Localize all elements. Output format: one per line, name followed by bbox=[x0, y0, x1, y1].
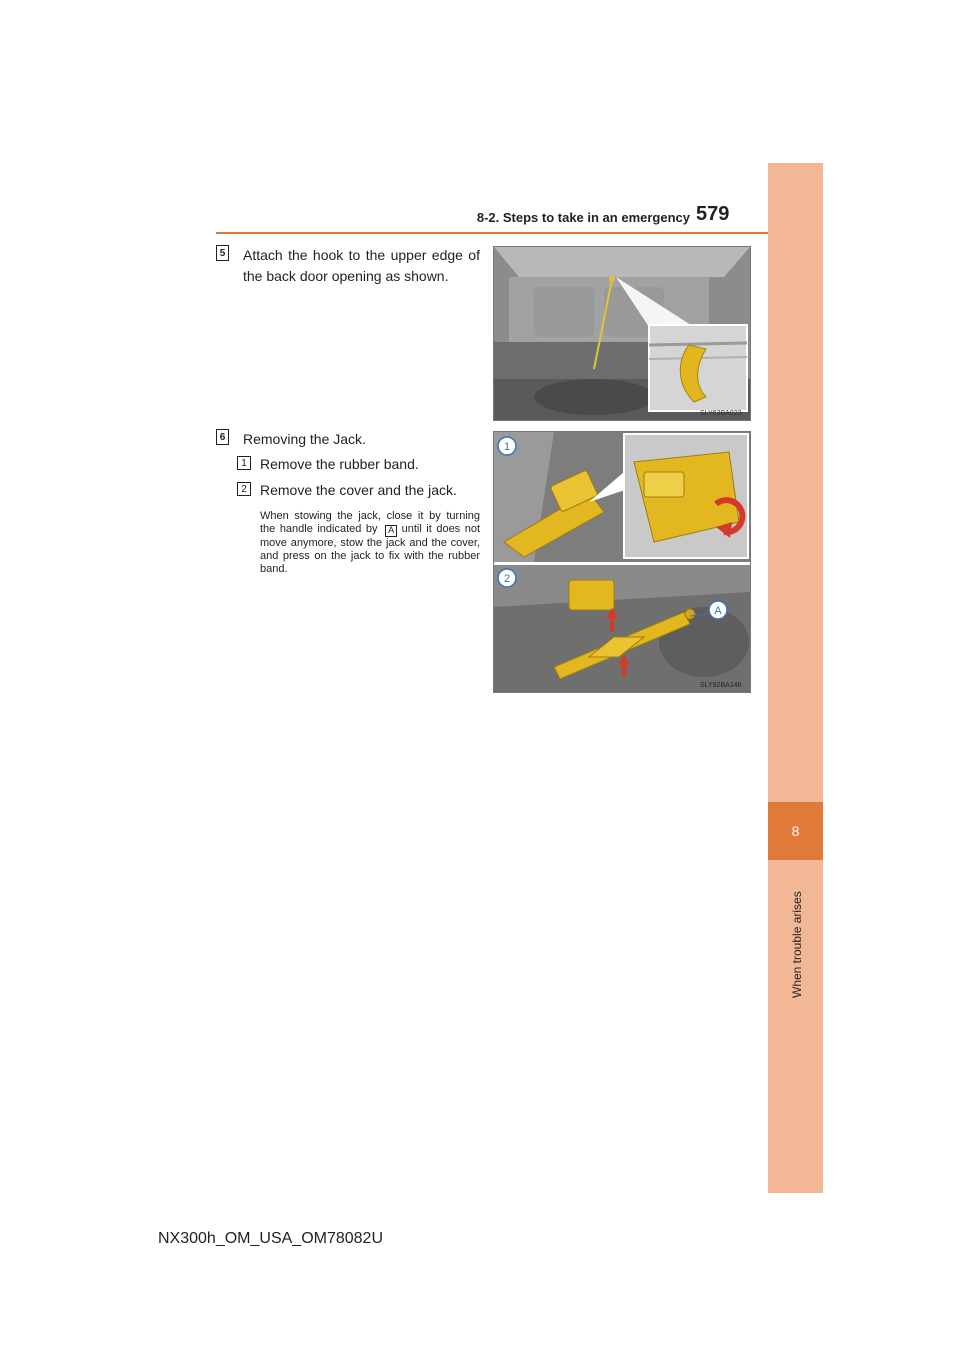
chapter-side-tab bbox=[768, 163, 823, 1193]
step-6-image-code: SLY82BA146 bbox=[700, 682, 742, 689]
image-callout-a: A bbox=[714, 605, 722, 617]
jack-removal-drawing: 1 2 A SLY82BA146 bbox=[494, 432, 750, 692]
chapter-number-box: 8 bbox=[768, 802, 823, 860]
substep-2-marker: 2 bbox=[237, 482, 251, 496]
image-callout-2: 2 bbox=[504, 573, 510, 585]
stowing-note-text: When stowing the jack, close it by turni… bbox=[260, 510, 480, 535]
step-5-illustration: SLY63BA023 bbox=[493, 246, 751, 421]
substep-1-text: Remove the rubber band. bbox=[260, 456, 419, 472]
stowing-note: When stowing the jack, close it by turni… bbox=[260, 510, 480, 576]
chapter-label: When trouble arises bbox=[790, 891, 804, 998]
substep-1-marker: 1 bbox=[237, 456, 251, 470]
document-code-footer: NX300h_OM_USA_OM78082U bbox=[158, 1230, 384, 1247]
step-6-marker: 6 bbox=[216, 429, 229, 445]
note-callout-a: A bbox=[385, 524, 398, 537]
substep-2-text: Remove the cover and the jack. bbox=[260, 482, 457, 498]
step-6-text: Removing the Jack. bbox=[243, 431, 366, 447]
step-5-text: Attach the hook to the upper edge of the… bbox=[243, 247, 480, 284]
step-5-image-code: SLY63BA023 bbox=[700, 410, 742, 417]
header-rule bbox=[216, 232, 822, 234]
step-6-illustration: 1 2 A SLY82BA146 bbox=[493, 431, 751, 693]
cargo-area-hook-drawing: SLY63BA023 bbox=[494, 247, 750, 420]
page-number: 579 bbox=[696, 203, 730, 225]
stowing-note-rest: until it does not move anymore, stow the… bbox=[260, 523, 480, 575]
image-callout-1: 1 bbox=[504, 441, 510, 453]
section-title: 8-2. Steps to take in an emergency bbox=[476, 210, 690, 225]
step-5-marker: 5 bbox=[216, 245, 229, 261]
